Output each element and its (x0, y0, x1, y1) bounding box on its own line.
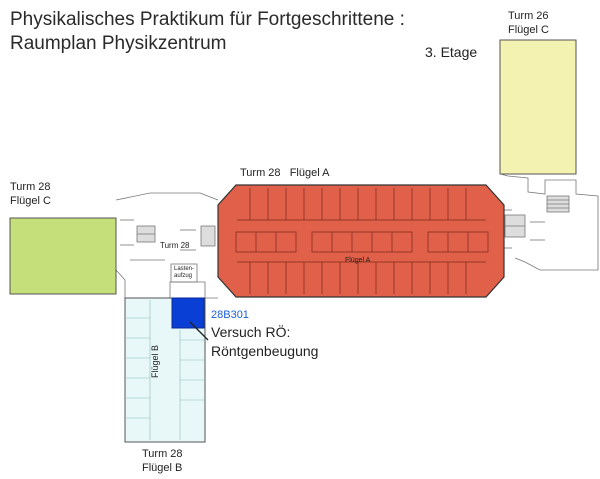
turm26-label: Turm 26 (508, 10, 549, 22)
title-line-1: Physikalisches Praktikum für Fortgeschri… (10, 9, 405, 30)
wing-b-rooms (125, 300, 205, 440)
highlight-pointer (189, 321, 209, 341)
turm28-left-label: Turm 28 (10, 181, 51, 193)
turm28-bottom-label: Turm 28 (142, 448, 183, 460)
fluegel-a-inner-label: Flügel A (345, 257, 371, 264)
lastenaufzug-label: Lasten- aufzug (174, 266, 195, 279)
wing-c-turm28 (9, 217, 117, 295)
fluegel-b-bottom-label: Flügel B (142, 462, 183, 474)
room-28b301[interactable] (171, 297, 205, 329)
title-line-2: Raumplan Physikzentrum (10, 33, 227, 54)
floor-label: 3. Etage (425, 44, 478, 60)
turm28-small-label: Turm 28 (160, 241, 190, 250)
experiment-line-1: Versuch RÖ: (211, 324, 291, 340)
fluegel-b-inner-label: Flügel B (150, 344, 160, 378)
turm28-connector (115, 192, 219, 299)
experiment-line-2: Röntgenbeugung (211, 343, 319, 359)
wing-a (217, 184, 505, 298)
turm26-connector (498, 173, 599, 271)
page-title: Physikalisches Praktikum für Fortgeschri… (10, 8, 430, 56)
turm28-fluegel-a-label: Turm 28 Flügel A (240, 167, 330, 179)
fluegel-c-top-label: Flügel C (508, 24, 549, 36)
room-code-label: 28B301 (211, 309, 249, 321)
wing-a-rooms (235, 188, 489, 294)
fluegel-c-left-label: Flügel C (10, 195, 51, 207)
wing-c-turm26 (499, 39, 577, 175)
